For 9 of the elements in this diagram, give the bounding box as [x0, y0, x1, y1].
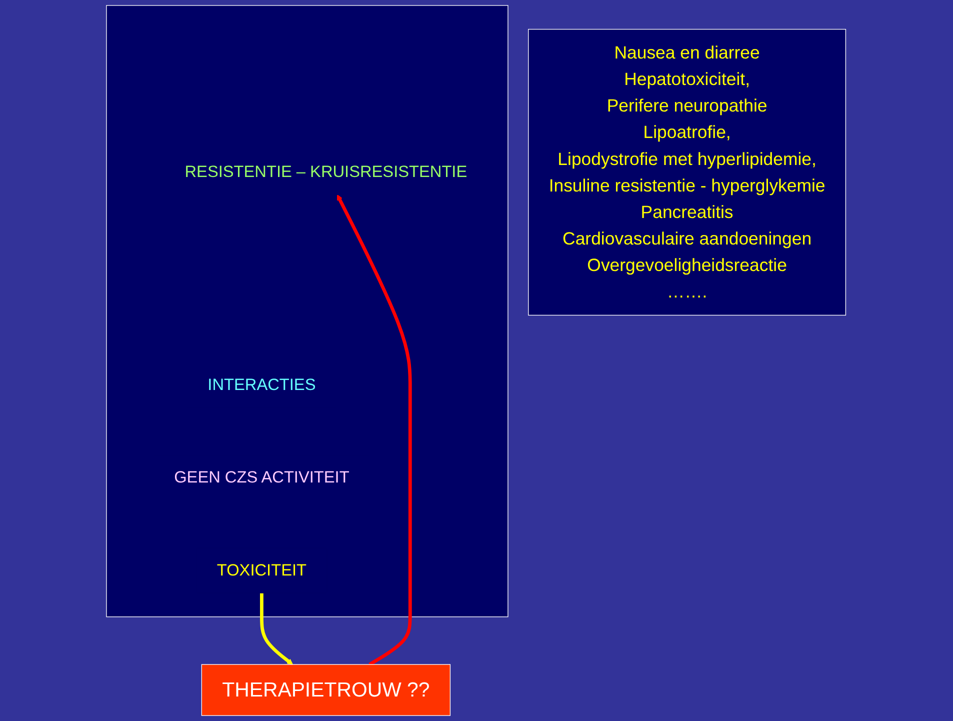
node-box: THERAPIETROUW ??: [202, 664, 451, 716]
node-text: TOXICITEIT: [217, 560, 307, 580]
cluster: [106, 5, 509, 618]
node-text: GEEN CZS ACTIVITEIT: [174, 468, 350, 487]
node-text: RESISTENTIE – KRUISRESISTENTIE: [185, 162, 468, 182]
node-text: INTERACTIES: [208, 376, 316, 394]
arrow: [260, 593, 294, 665]
arrow: [337, 194, 412, 666]
node-box: Nausea en diarree Hepatotoxiciteit, Perifere neuropathie Lipoatrofie, Lipodystrofie met hyperlipidemie, Insuline resistentie - hyperglykemie Pancreatitis Cardiovasculaire aandoeningen Overgevoeligheidsreactie …….: [528, 28, 846, 316]
